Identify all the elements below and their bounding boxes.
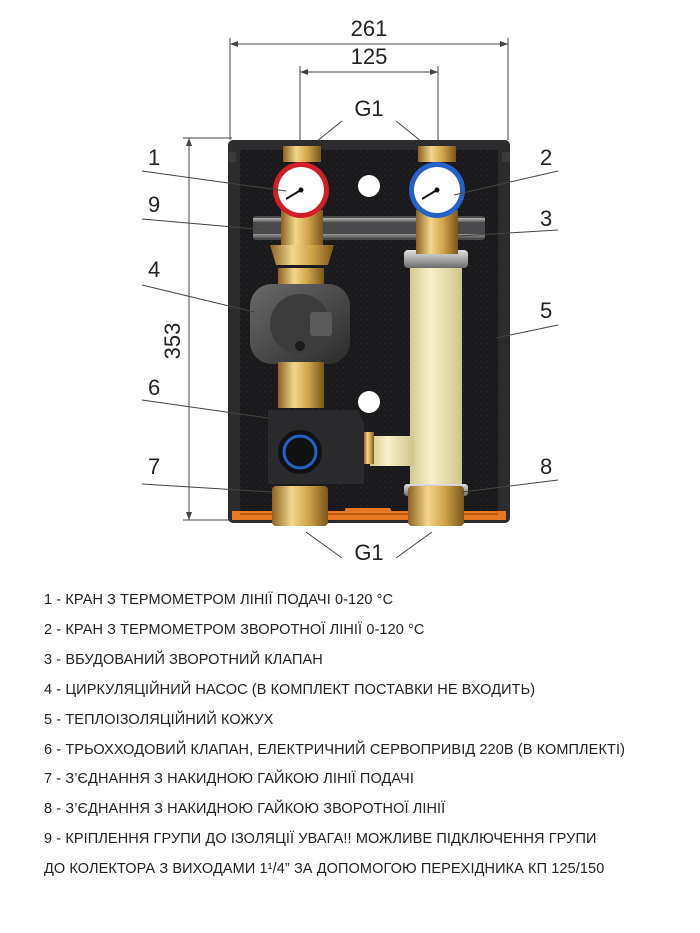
mounting-hole-top [358, 175, 380, 197]
thread-label-top: G1 [354, 96, 383, 121]
callout-3: 3 [540, 206, 552, 231]
dimension-pipe-spacing: 125 [351, 44, 388, 69]
thread-label-bottom: G1 [354, 540, 383, 565]
base-strip [232, 508, 506, 520]
callout-4: 4 [148, 257, 160, 282]
supply-union [272, 486, 328, 526]
callout-leaders [141, 170, 559, 493]
callout-1: 1 [148, 145, 160, 170]
legend-item-7: 7 - З’ЄДНАННЯ З НАКИДНОЮ ГАЙКОЮ ЛІНІЇ ПО… [44, 771, 414, 788]
legend-item-3: 3 - ВБУДОВАНИЙ ЗВОРОТНИЙ КЛАПАН [44, 651, 323, 668]
callout-9: 9 [148, 192, 160, 217]
dimension-arrows [186, 41, 508, 520]
legend-item-6: 6 - ТРЬОХХОДОВИЙ КЛАПАН, ЕЛЕКТРИЧНИЙ СЕР… [44, 741, 625, 758]
dimension-lines [183, 38, 509, 559]
mounting-hole-middle [358, 391, 380, 413]
circulation-pump [250, 268, 350, 386]
callout-7: 7 [148, 454, 160, 479]
callout-2: 2 [540, 145, 552, 170]
legend-item-8: 8 - З’ЄДНАННЯ З НАКИДНОЮ ГАЙКОЮ ЗВОРОТНО… [44, 801, 446, 818]
callout-6: 6 [148, 375, 160, 400]
legend: 1 - КРАН З ТЕРМОМЕТРОМ ЛІНІЇ ПОДАЧІ 0-12… [44, 586, 684, 885]
pump-group-diagram: 261 125 G1 353 G1 [141, 16, 559, 565]
return-union [408, 486, 464, 526]
three-way-valve-actuator [268, 384, 374, 484]
legend-item-9-continued: ДО КОЛЕКТОРА З ВИХОДАМИ 1¹/4” ЗА ДОПОМОГ… [44, 861, 605, 878]
dimension-height: 353 [160, 323, 185, 360]
callout-8: 8 [540, 454, 552, 479]
legend-item-9: 9 - КРІПЛЕННЯ ГРУПИ ДО ІЗОЛЯЦІЇ УВАГА!! … [44, 831, 597, 848]
legend-item-2: 2 - КРАН З ТЕРМОМЕТРОМ ЗВОРОТНОЇ ЛІНІЇ 0… [44, 621, 425, 638]
supply-thermometer-valve [270, 146, 334, 265]
dimension-overall-width: 261 [351, 16, 388, 41]
legend-item-1: 1 - КРАН З ТЕРМОМЕТРОМ ЛІНІЇ ПОДАЧІ 0-12… [44, 592, 394, 608]
legend-item-5: 5 - ТЕПЛОІЗОЛЯЦІЙНИЙ КОЖУХ [44, 711, 274, 728]
legend-item-4: 4 - ЦИРКУЛЯЦІЙНИЙ НАСОС (В КОМПЛЕКТ ПОСТ… [44, 681, 536, 698]
callout-5: 5 [540, 298, 552, 323]
return-thermometer-valve [409, 146, 465, 254]
